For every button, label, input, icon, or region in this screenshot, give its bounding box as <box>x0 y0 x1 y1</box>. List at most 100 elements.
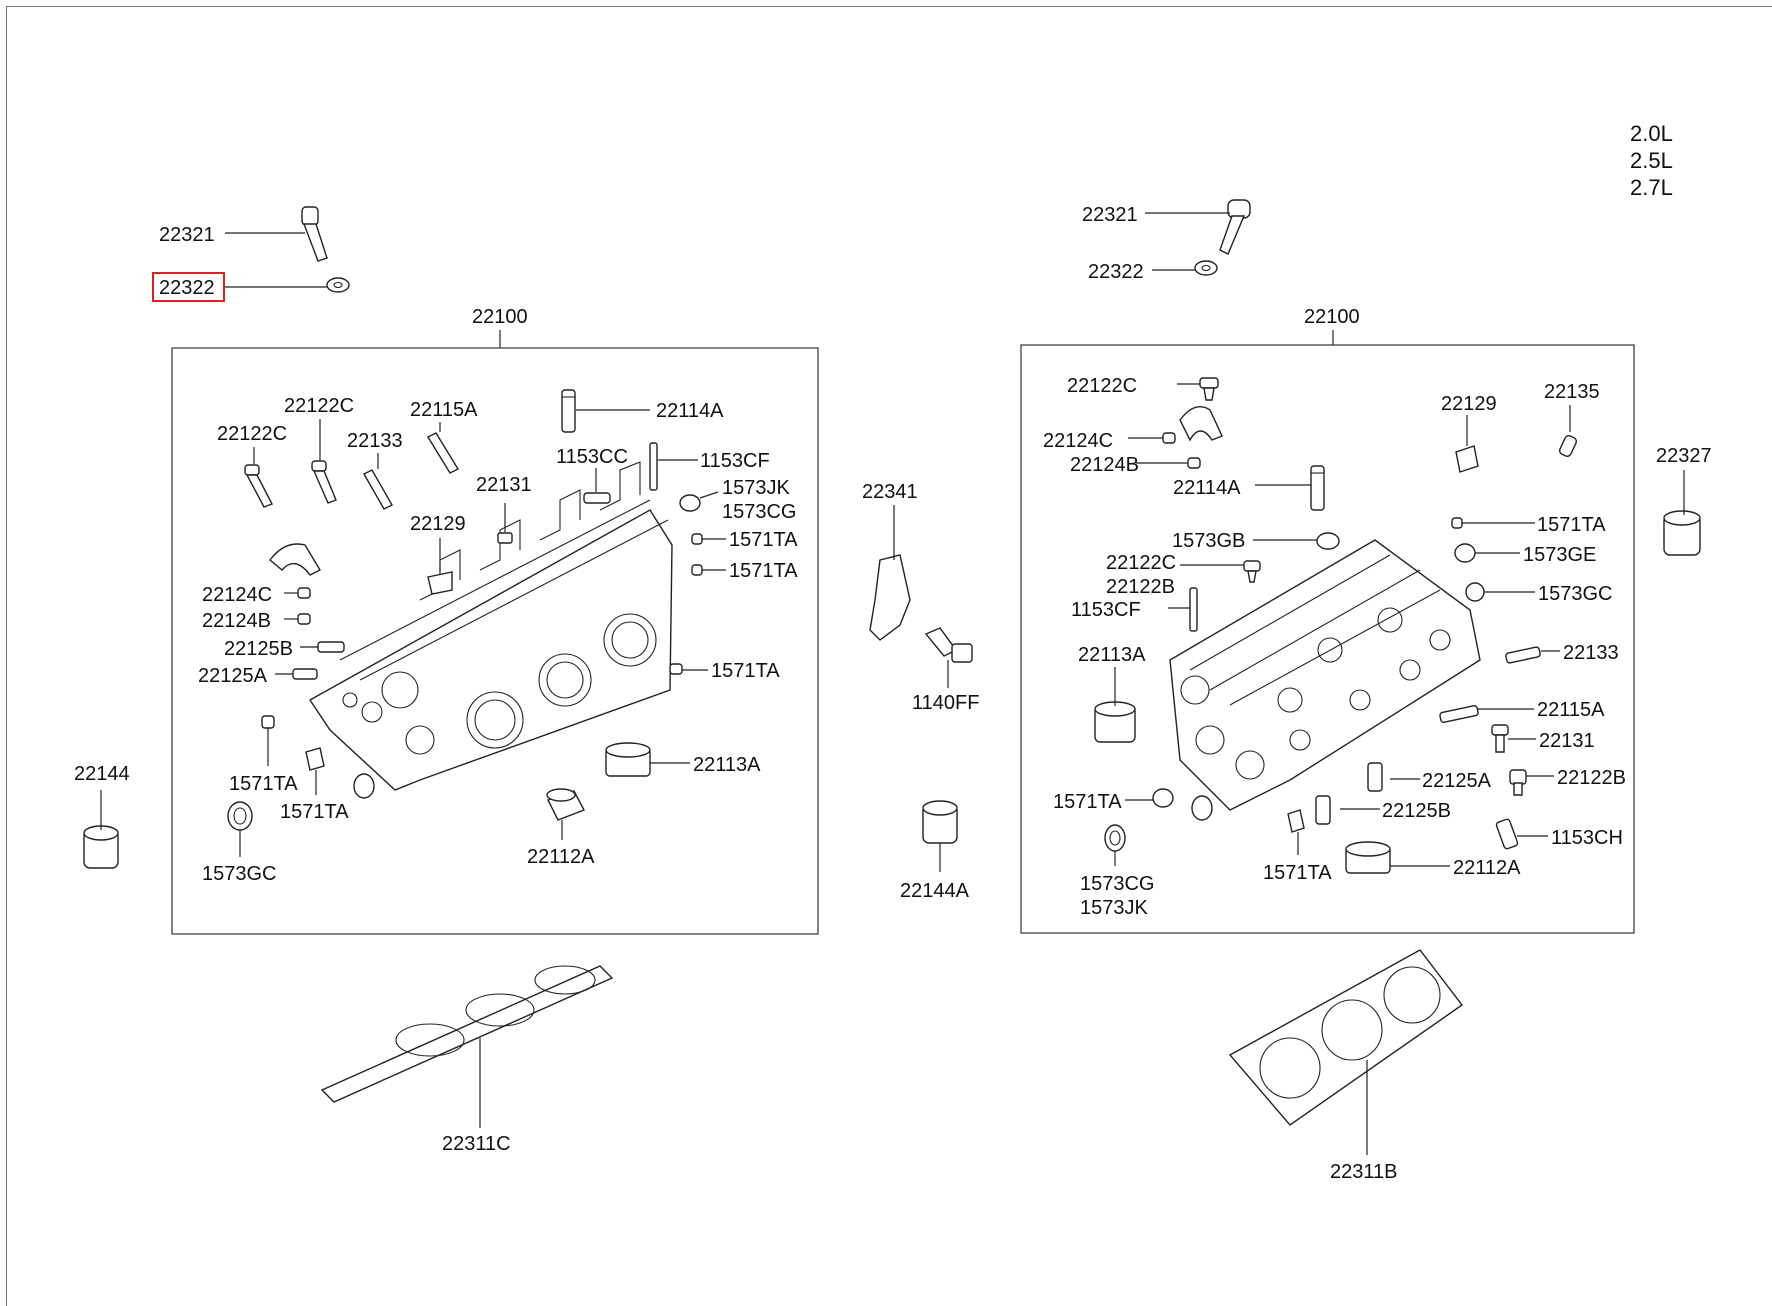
part-label[interactable]: 1140FF <box>912 692 979 714</box>
part-label[interactable]: 22122C <box>217 423 287 445</box>
part-label[interactable]: 22114A <box>1173 477 1241 499</box>
lifter-part[interactable] <box>1495 818 1519 850</box>
part-label[interactable]: 22124B <box>1070 454 1139 476</box>
valve-guide-part[interactable] <box>561 389 576 433</box>
plug-part[interactable] <box>1287 809 1305 833</box>
dowel-part[interactable] <box>363 469 393 510</box>
valve-seal-part[interactable] <box>1345 841 1391 874</box>
part-label[interactable]: 22115A <box>410 399 478 421</box>
part-label[interactable]: 1571TA <box>711 660 780 682</box>
stud-bolt-part[interactable] <box>924 627 973 663</box>
part-label[interactable]: 1571TA <box>1263 862 1332 884</box>
assembly-label[interactable]: 22100 <box>1304 306 1360 328</box>
right-head-gasket-part[interactable] <box>1228 949 1463 1126</box>
left-cylinder-head-part[interactable] <box>308 461 673 791</box>
cap-part[interactable] <box>297 587 311 599</box>
part-label[interactable]: 22341 <box>862 481 918 503</box>
bolt-part[interactable] <box>497 532 513 544</box>
head-bolt-part[interactable] <box>301 206 328 262</box>
valve-guide-part[interactable] <box>1310 465 1325 511</box>
part-label[interactable]: 22131 <box>1539 730 1595 752</box>
right-cylinder-head-part[interactable] <box>1169 539 1481 811</box>
part-label[interactable]: 22122C <box>1067 375 1137 397</box>
part-label[interactable]: 22112A <box>1453 857 1521 879</box>
seal-ring-part[interactable] <box>227 801 253 831</box>
part-label[interactable]: 1573GB <box>1172 530 1245 552</box>
plug-part[interactable] <box>305 747 325 771</box>
part-label[interactable]: 1153CF <box>700 450 770 472</box>
bolt-part[interactable] <box>1491 724 1509 753</box>
part-label[interactable]: 22327 <box>1656 445 1712 467</box>
part-label[interactable]: 22311C <box>442 1133 511 1155</box>
seal-part[interactable] <box>679 494 701 512</box>
part-label[interactable]: 1571TA <box>1053 791 1122 813</box>
plug-part[interactable] <box>1558 434 1578 457</box>
part-label[interactable]: 22112A <box>527 846 595 868</box>
dowel-part[interactable] <box>1439 705 1479 723</box>
camshaft-cap-part[interactable] <box>1179 406 1223 442</box>
part-label[interactable]: 22124C <box>202 584 272 606</box>
pin-part[interactable] <box>317 641 345 653</box>
part-label[interactable]: 22113A <box>1078 644 1146 666</box>
part-label[interactable]: 22144A <box>900 880 970 902</box>
part-label[interactable]: 22114A <box>656 400 724 422</box>
plug-part[interactable] <box>691 533 703 545</box>
bushing-part[interactable] <box>1663 510 1701 556</box>
camshaft-cap-part[interactable] <box>269 543 321 576</box>
part-label[interactable]: 1573JK <box>1080 897 1148 919</box>
valve-seat-part[interactable] <box>546 788 585 821</box>
part-label[interactable]: 1573GE <box>1523 544 1596 566</box>
cap-part[interactable] <box>1162 432 1176 444</box>
small-bolt-part[interactable] <box>1243 560 1261 583</box>
pin-part[interactable] <box>292 668 318 680</box>
valve-seat-part[interactable] <box>1094 701 1136 743</box>
part-label[interactable]: 22321 <box>1082 204 1138 226</box>
part-label[interactable]: 1571TA <box>1537 514 1606 536</box>
seal-part[interactable] <box>1316 532 1340 550</box>
part-label[interactable]: 22122C <box>1106 552 1176 574</box>
part-label[interactable]: 1571TA <box>229 773 298 795</box>
seal-part[interactable] <box>1454 543 1476 563</box>
bracket-part[interactable] <box>869 554 911 641</box>
cap-part[interactable] <box>1187 457 1201 469</box>
part-label[interactable]: 22311B <box>1330 1161 1397 1183</box>
bolt-part[interactable] <box>1509 769 1527 796</box>
lifter-part[interactable] <box>1315 795 1331 825</box>
part-label[interactable]: 22133 <box>347 430 403 452</box>
part-label[interactable]: 1153CH <box>1551 827 1623 849</box>
part-label[interactable]: 22129 <box>410 513 466 535</box>
part-label[interactable]: 1153CC <box>556 446 628 468</box>
part-label[interactable]: 22113A <box>693 754 761 776</box>
part-label[interactable]: 22129 <box>1441 393 1497 415</box>
part-label-highlighted[interactable]: 22322 <box>159 277 215 299</box>
cap-part[interactable] <box>297 613 311 625</box>
part-label[interactable]: 1573CG <box>722 501 797 523</box>
left-head-gasket-part[interactable] <box>320 965 614 1103</box>
small-bolt-part[interactable] <box>311 460 337 504</box>
part-label[interactable]: 22125A <box>198 665 268 687</box>
valve-seal-part[interactable] <box>605 742 651 777</box>
seal-part[interactable] <box>353 773 375 799</box>
plug-part[interactable] <box>427 571 453 595</box>
bushing-part[interactable] <box>83 825 119 869</box>
seal-part[interactable] <box>1191 795 1213 821</box>
lifter-part[interactable] <box>1367 762 1383 792</box>
part-label[interactable]: 1573GC <box>202 863 277 885</box>
stud-part[interactable] <box>649 442 658 491</box>
part-label[interactable]: 22135 <box>1544 381 1600 403</box>
part-label[interactable]: 22124C <box>1043 430 1113 452</box>
head-bolt-washer-part[interactable] <box>1194 260 1218 276</box>
part-label[interactable]: 22122B <box>1557 767 1626 789</box>
seal-ring-part[interactable] <box>1104 824 1126 852</box>
part-label[interactable]: 22125B <box>1382 800 1451 822</box>
assembly-label[interactable]: 22100 <box>472 306 528 328</box>
part-label[interactable]: 22322 <box>1088 261 1144 283</box>
part-label[interactable]: 1571TA <box>729 560 798 582</box>
head-bolt-washer-part[interactable] <box>326 277 350 293</box>
part-label[interactable]: 1573CG <box>1080 873 1155 895</box>
plug-part[interactable] <box>1152 788 1174 808</box>
part-label[interactable]: 1573JK <box>722 477 790 499</box>
head-bolt-part[interactable] <box>1219 199 1251 255</box>
plug-part[interactable] <box>1451 517 1463 529</box>
small-bolt-part[interactable] <box>244 464 273 508</box>
